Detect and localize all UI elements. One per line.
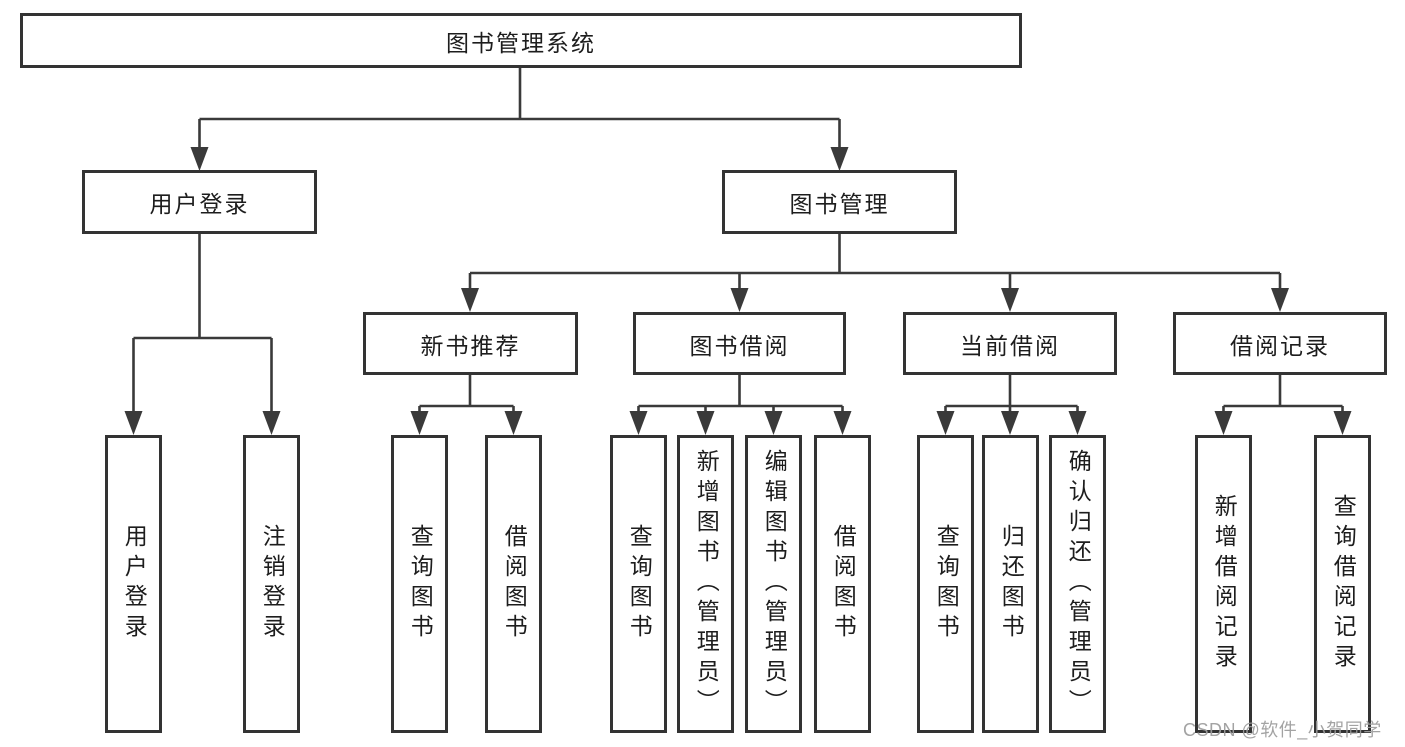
connector-book-borrowing-to-leaves (629, 375, 852, 435)
node-label: 新增借阅记录 (1211, 494, 1238, 674)
connector-line (1222, 375, 1344, 413)
node-label: 查询图书 (407, 524, 434, 644)
leaf-add-book-admin: 新增图书（管理员） (677, 435, 734, 733)
connector-line (637, 375, 844, 413)
leaf-add-borrow-record: 新增借阅记录 (1195, 435, 1252, 733)
arrow-down (730, 288, 749, 312)
arrow-down (124, 411, 143, 435)
leaf-logout: 注销登录 (243, 435, 300, 733)
node-book-management: 图书管理 (722, 170, 957, 234)
arrow-down (629, 411, 648, 435)
leaf-confirm-return-admin: 确认归还（管理员） (1049, 435, 1106, 733)
arrow-down (1214, 411, 1233, 435)
connector-line (418, 375, 515, 413)
connector-new-book-recommendation-to-leaves (410, 375, 523, 435)
connector-line (944, 375, 1079, 413)
arrow-down (830, 147, 849, 171)
node-label: 归还图书 (998, 524, 1025, 644)
node-label: 编辑图书（管理员） (761, 449, 788, 719)
node-borrowing-records: 借阅记录 (1173, 312, 1387, 375)
arrow-down (833, 411, 852, 435)
node-book-borrowing: 图书借阅 (633, 312, 846, 375)
node-label: 当前借阅 (960, 332, 1060, 359)
leaf-user-login: 用户登录 (105, 435, 162, 733)
connector-line (468, 234, 1282, 290)
node-label: 用户登录 (149, 191, 250, 217)
leaf-query-books-2: 查询图书 (610, 435, 667, 733)
arrow-down (504, 411, 523, 435)
connector-line (132, 234, 273, 413)
node-label: 查询图书 (933, 524, 960, 644)
node-label: 用户登录 (121, 524, 148, 644)
arrow-down (1068, 411, 1087, 435)
arrow-down (1001, 288, 1019, 312)
leaf-borrow-books-2: 借阅图书 (814, 435, 871, 733)
node-label: 查询借阅记录 (1330, 494, 1357, 674)
leaf-query-books-3: 查询图书 (917, 435, 974, 733)
node-label: 借阅图书 (830, 524, 857, 644)
arrow-down (1001, 411, 1019, 435)
arrow-down (461, 288, 479, 312)
node-label: 查询图书 (626, 524, 653, 644)
connector-root-to-level2 (190, 68, 849, 171)
node-new-book-recommendation: 新书推荐 (363, 312, 578, 375)
node-label: 新增图书（管理员） (693, 449, 720, 719)
arrow-down (696, 411, 715, 435)
leaf-query-borrow-record: 查询借阅记录 (1314, 435, 1371, 733)
node-current-borrowing: 当前借阅 (903, 312, 1117, 375)
connector-line (198, 68, 841, 149)
node-label: 确认归还（管理员） (1065, 449, 1092, 719)
arrow-down (1333, 411, 1352, 435)
connector-borrowing-records-to-leaves (1214, 375, 1352, 435)
arrow-down (262, 411, 281, 435)
arrow-down (190, 147, 209, 171)
node-label: 注销登录 (259, 524, 286, 644)
connector-user-login-to-leaves (124, 234, 281, 435)
leaf-borrow-books-1: 借阅图书 (485, 435, 542, 733)
node-label: 图书借阅 (689, 332, 790, 359)
node-library-management-system: 图书管理系统 (20, 13, 1022, 68)
leaf-edit-book-admin: 编辑图书（管理员） (745, 435, 802, 733)
node-label: 借阅图书 (501, 524, 528, 644)
arrow-down (936, 411, 955, 435)
node-user-login: 用户登录 (82, 170, 317, 234)
node-label: 图书管理 (789, 191, 890, 217)
watermark-text: CSDN @软件_小贺同学 (1183, 720, 1382, 740)
leaf-query-books-1: 查询图书 (391, 435, 448, 733)
node-label: 新书推荐 (420, 332, 521, 359)
arrow-down (1271, 288, 1289, 312)
arrow-down (410, 411, 429, 435)
connector-book-management-to-level3 (461, 234, 1289, 312)
node-label: 借阅记录 (1230, 332, 1330, 359)
connector-current-borrowing-to-leaves (936, 375, 1087, 435)
node-label: 图书管理系统 (446, 29, 596, 56)
arrow-down (764, 411, 783, 435)
leaf-return-book: 归还图书 (982, 435, 1039, 733)
